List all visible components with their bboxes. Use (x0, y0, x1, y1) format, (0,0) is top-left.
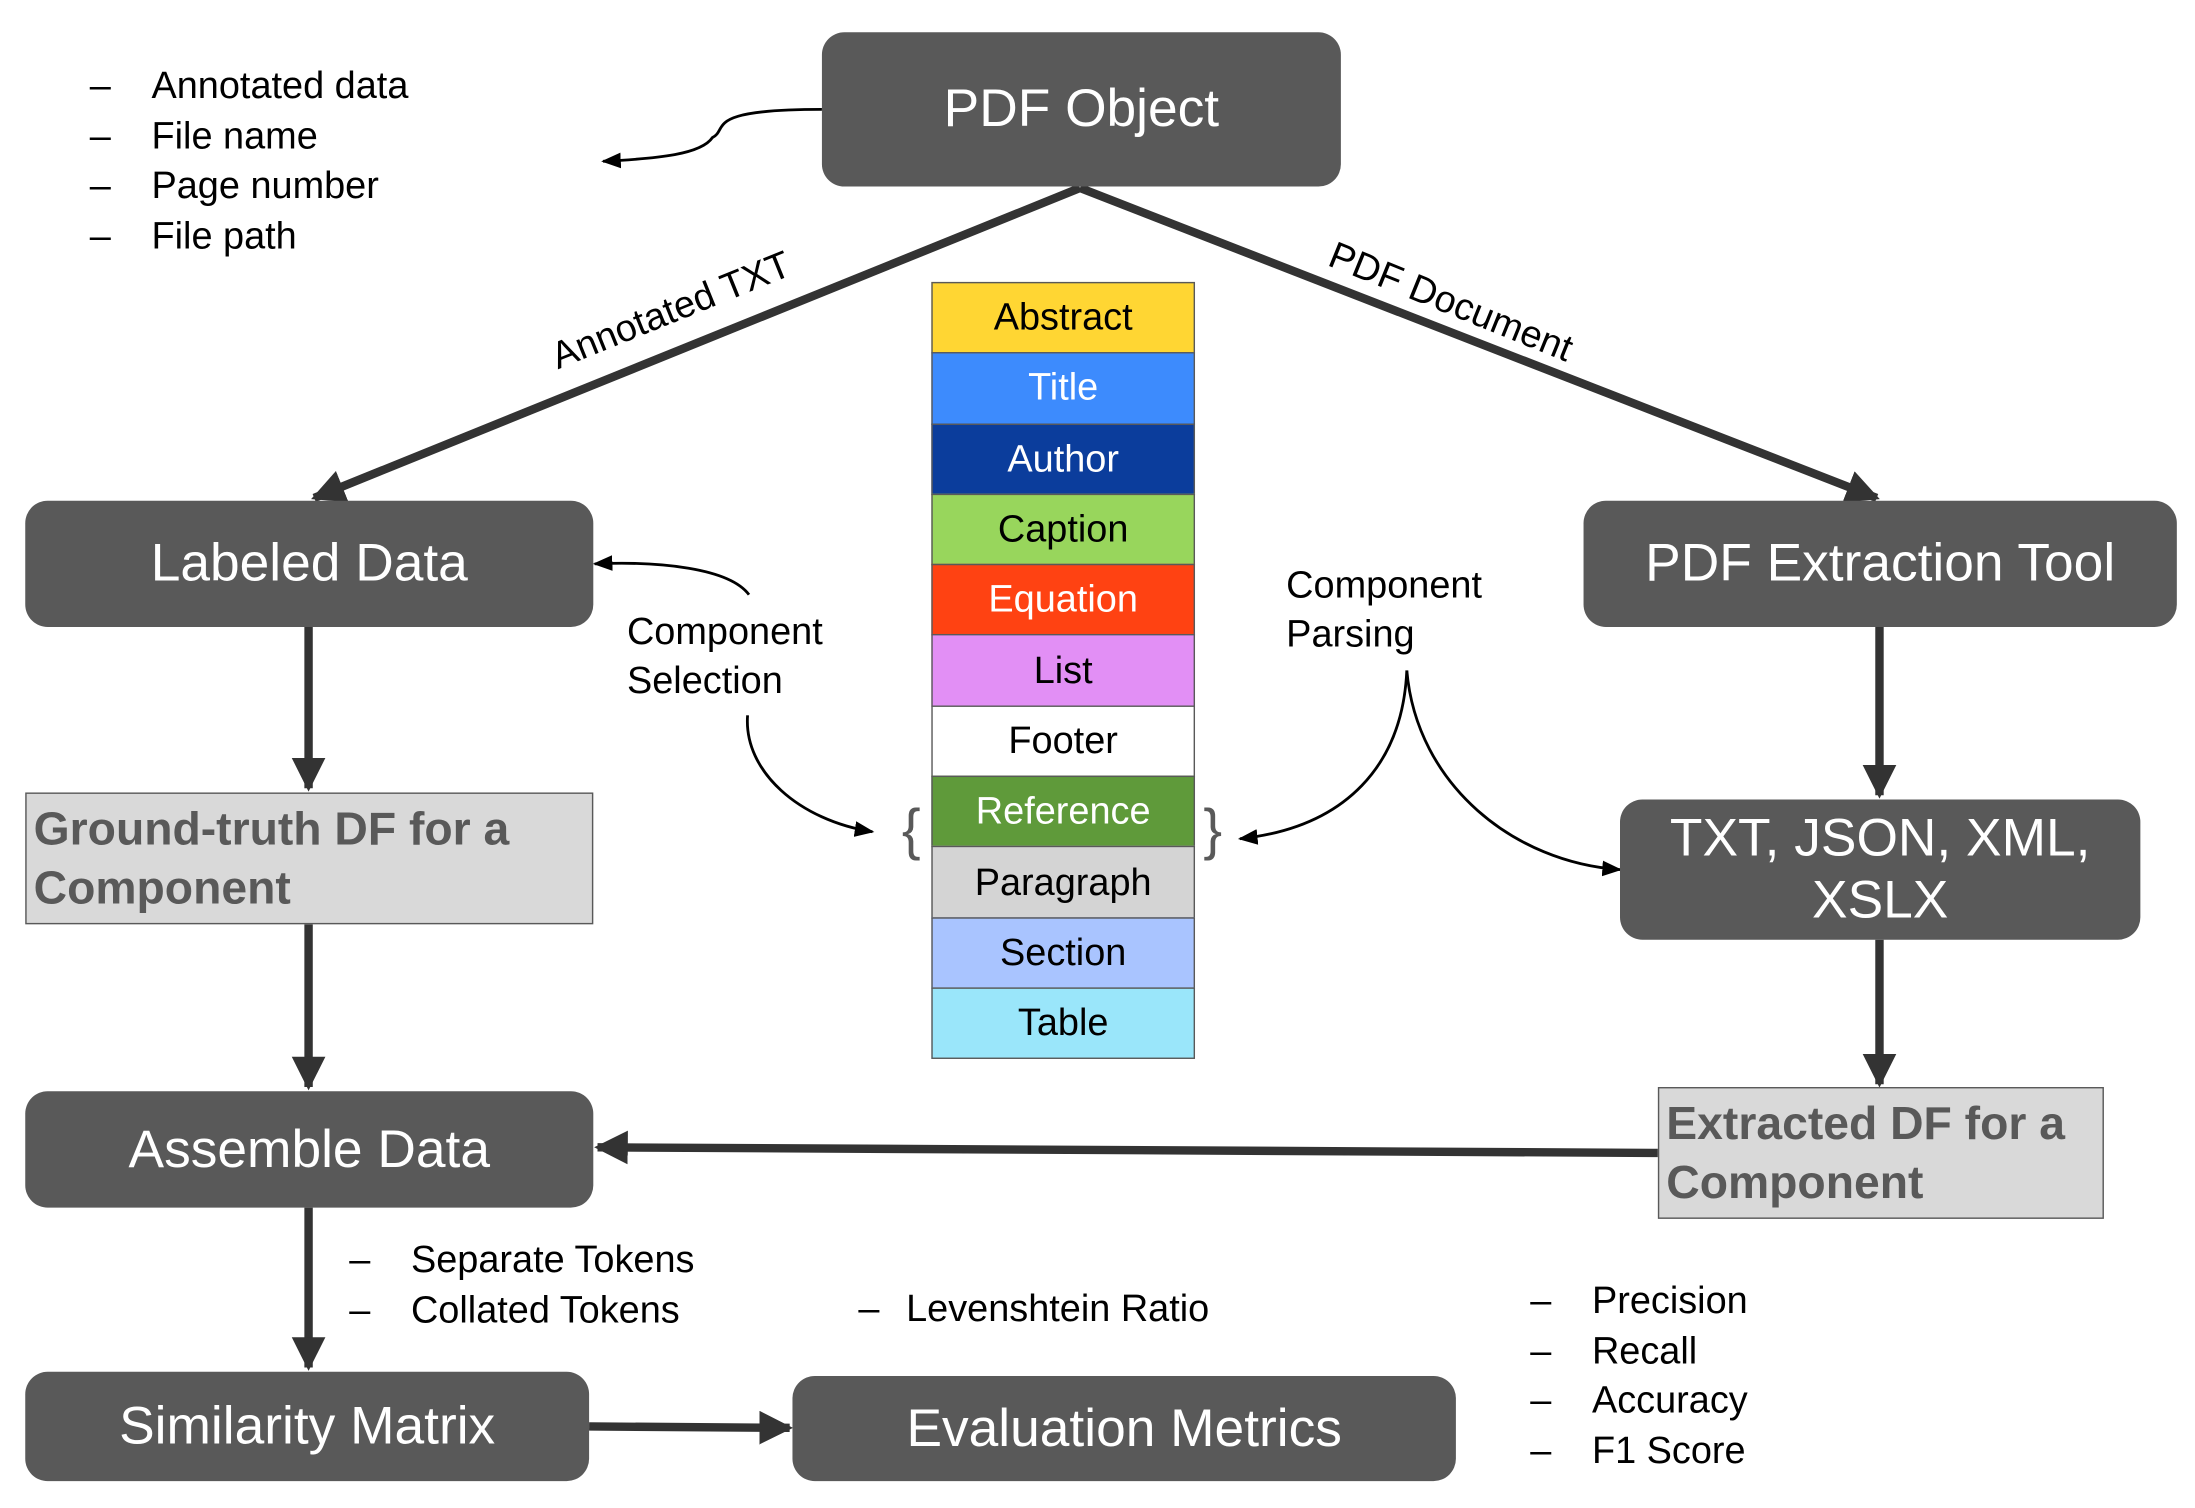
component-equation: Equation (931, 564, 1196, 637)
arrow-pdf-to-tool (1078, 184, 1880, 503)
list-item: –Separate Tokens (349, 1236, 694, 1286)
list-item: –Precision (1530, 1276, 1747, 1326)
arrow-selection-to-labeled (592, 555, 751, 596)
list-item: –F1 Score (1530, 1427, 1747, 1477)
brace-open: { (901, 799, 921, 862)
arrow-parsing-to-formats (1405, 670, 1622, 877)
dash-glyph: – (89, 214, 111, 257)
list-item-label: File name (151, 114, 318, 157)
component-reference: Reference (931, 775, 1196, 848)
list-item-label: Page number (151, 164, 379, 207)
node-evaluation-metrics: Evaluation Metrics (792, 1375, 1456, 1482)
dash-glyph: – (349, 1238, 371, 1281)
list-item: –Accuracy (1530, 1376, 1747, 1426)
arrow-selection-to-components (746, 715, 875, 837)
node-extracted-df: Extracted DF for a Component (1657, 1087, 2104, 1219)
dash-glyph: – (349, 1288, 371, 1331)
list-item-label: Recall (1591, 1329, 1698, 1372)
list-item: –File name (90, 112, 409, 162)
list-item-label: Levenshtein Ratio (906, 1287, 1210, 1330)
component-table: Table (931, 987, 1196, 1060)
label-component-selection: Component Selection (627, 607, 823, 705)
component-title: Title (931, 352, 1196, 425)
component-caption: Caption (931, 493, 1196, 566)
list-item: –Page number (90, 162, 409, 212)
node-pdf-object: PDF Object (821, 32, 1341, 187)
label-line: Component (1286, 563, 1482, 606)
brace-close: } (1203, 799, 1223, 862)
list-item-label: Collated Tokens (410, 1288, 680, 1331)
node-pdf-extraction-tool: PDF Extraction Tool (1583, 500, 2177, 627)
label-line: Selection (626, 659, 783, 702)
dash-glyph: – (89, 114, 111, 157)
component-abstract: Abstract (931, 281, 1196, 354)
dash-glyph: – (89, 64, 111, 107)
dash-glyph: – (89, 164, 111, 207)
token-methods-list: –Separate Tokens –Collated Tokens (349, 1236, 694, 1336)
list-item: –Collated Tokens (349, 1286, 694, 1336)
list-item-label: File path (151, 214, 297, 257)
list-item: –Annotated data (90, 62, 409, 112)
similarity-measure-list: –Levenshtein Ratio (858, 1285, 1209, 1335)
dash-glyph: – (1530, 1279, 1552, 1322)
component-section: Section (931, 916, 1196, 989)
node-ground-truth-df: Ground-truth DF for a Component (25, 792, 594, 925)
list-item: –Levenshtein Ratio (858, 1285, 1209, 1335)
list-item: –Recall (1530, 1326, 1747, 1376)
dash-glyph: – (1530, 1329, 1552, 1372)
list-item-label: Annotated data (151, 64, 409, 107)
node-labeled-data: Labeled Data (25, 500, 594, 627)
list-item: –File path (90, 212, 409, 262)
node-similarity-matrix: Similarity Matrix (25, 1371, 590, 1482)
dash-glyph: – (1530, 1429, 1552, 1472)
dash-glyph: – (1530, 1379, 1552, 1422)
node-assemble-data: Assemble Data (25, 1091, 594, 1208)
component-paragraph: Paragraph (931, 846, 1196, 919)
arrow-pdf-to-metadata (601, 108, 822, 169)
arrow-similarity-to-evaluation (589, 1410, 794, 1445)
dash-glyph: – (858, 1287, 880, 1330)
arrow-pdf-to-labeled (311, 184, 1082, 503)
component-author: Author (931, 423, 1196, 495)
list-item-label: Precision (1591, 1279, 1748, 1322)
list-item-label: Separate Tokens (410, 1238, 695, 1281)
component-list: List (931, 634, 1196, 707)
label-line: Component (626, 610, 823, 653)
arrow-extracted-to-assemble (594, 1130, 1658, 1165)
node-formats: TXT, JSON, XML, XSLX (1620, 799, 2141, 940)
list-item-label: Accuracy (1591, 1379, 1748, 1422)
list-item-label: F1 Score (1591, 1429, 1746, 1472)
label-line: Parsing (1286, 612, 1415, 656)
metrics-list: –Precision –Recall –Accuracy –F1 Score (1530, 1276, 1747, 1476)
pdf-object-metadata-list: –Annotated data –File name –Page number … (90, 62, 409, 262)
arrow-parsing-to-components (1237, 670, 1409, 845)
label-component-parsing: Component Parsing (1286, 561, 1482, 659)
component-footer: Footer (931, 705, 1196, 778)
